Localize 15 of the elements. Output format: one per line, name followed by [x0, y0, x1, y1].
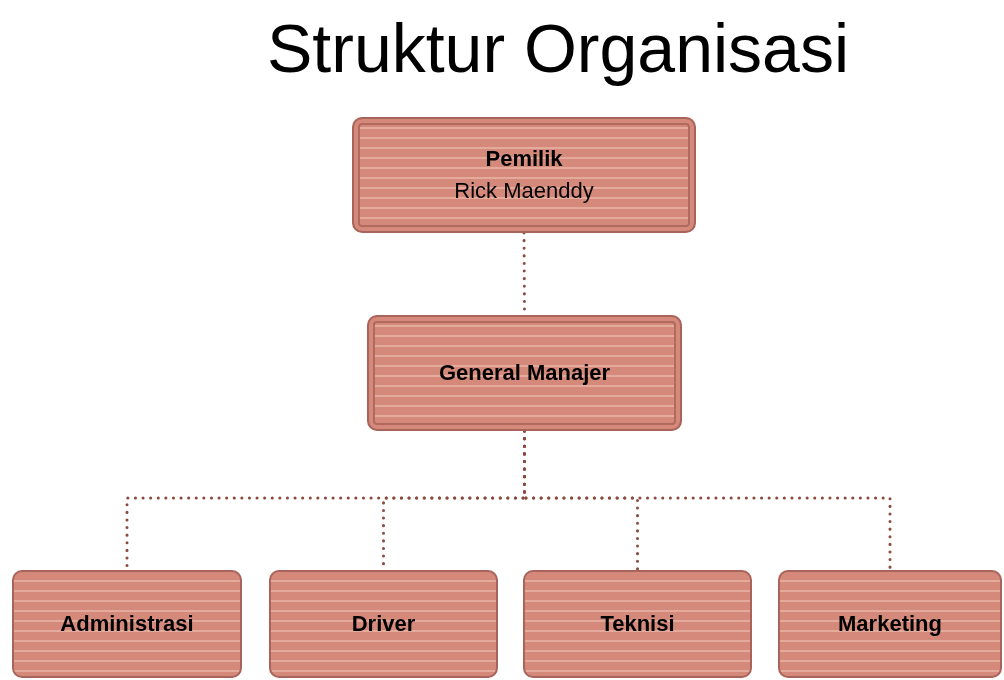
org-box [778, 570, 1002, 678]
role-title: Administrasi [60, 610, 194, 638]
role-title: General Manajer [438, 359, 611, 387]
role-title: Marketing [838, 610, 942, 638]
org-box [352, 117, 696, 233]
role-title: Teknisi [600, 610, 675, 638]
role-title: Pemilik [485, 145, 563, 173]
diagram-title: Struktur Organisasi [266, 9, 850, 88]
connector-line [523, 429, 892, 572]
person-name: Rick Maenddy [454, 177, 594, 205]
org-box [367, 315, 682, 431]
org-box [12, 570, 242, 678]
role-title: Driver [351, 610, 416, 638]
org-box [523, 570, 752, 678]
org-box [269, 570, 498, 678]
